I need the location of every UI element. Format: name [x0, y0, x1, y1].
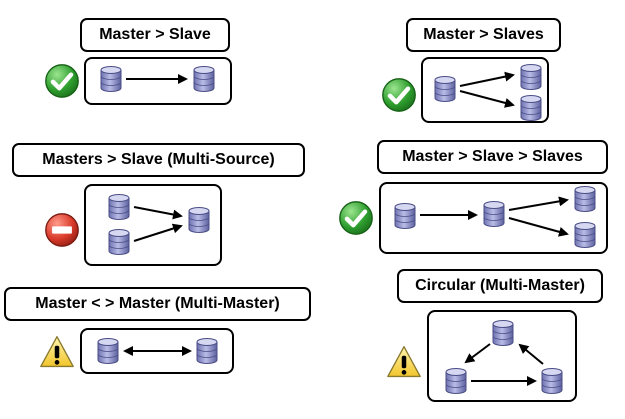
topology-diagram-multi-source	[84, 184, 222, 266]
topology-title-master-slaves: Master > Slaves	[406, 18, 561, 52]
master-database-icon	[541, 368, 563, 394]
replication-arrow	[464, 343, 491, 364]
master-database-icon	[100, 66, 122, 92]
topology-title-multi-master: Master < > Master (Multi-Master)	[4, 287, 311, 321]
replication-arrow	[459, 71, 515, 87]
replication-arrow	[518, 343, 544, 365]
master-database-icon	[492, 320, 514, 346]
replication-arrow	[133, 223, 183, 242]
slave-database-icon	[193, 66, 215, 92]
master-database-icon	[445, 368, 467, 394]
master-database-icon	[97, 338, 119, 364]
topology-title-circular: Circular (Multi-Master)	[397, 269, 603, 303]
topology-diagram-master-slave-slaves	[379, 182, 608, 254]
replication-arrow	[508, 196, 569, 211]
slave-database-icon	[574, 186, 596, 212]
master-database-icon	[196, 338, 218, 364]
master-database-icon	[108, 229, 130, 255]
master-database-icon	[394, 203, 416, 229]
master-database-icon	[434, 76, 456, 102]
replication-arrow	[133, 206, 183, 220]
master-database-icon	[108, 194, 130, 220]
replication-arrow	[459, 90, 515, 108]
slave-database-icon	[188, 207, 210, 233]
slave-database-icon	[520, 95, 542, 121]
slave-database-icon	[520, 64, 542, 90]
slave-database-icon	[574, 222, 596, 248]
replication-arrow	[508, 217, 569, 237]
topology-title-master-slave-slaves: Master > Slave > Slaves	[377, 140, 608, 174]
topology-title-multi-source: Masters > Slave (Multi-Source)	[12, 143, 305, 177]
topology-title-master-slave: Master > Slave	[80, 18, 230, 52]
slave-database-icon	[483, 201, 505, 227]
